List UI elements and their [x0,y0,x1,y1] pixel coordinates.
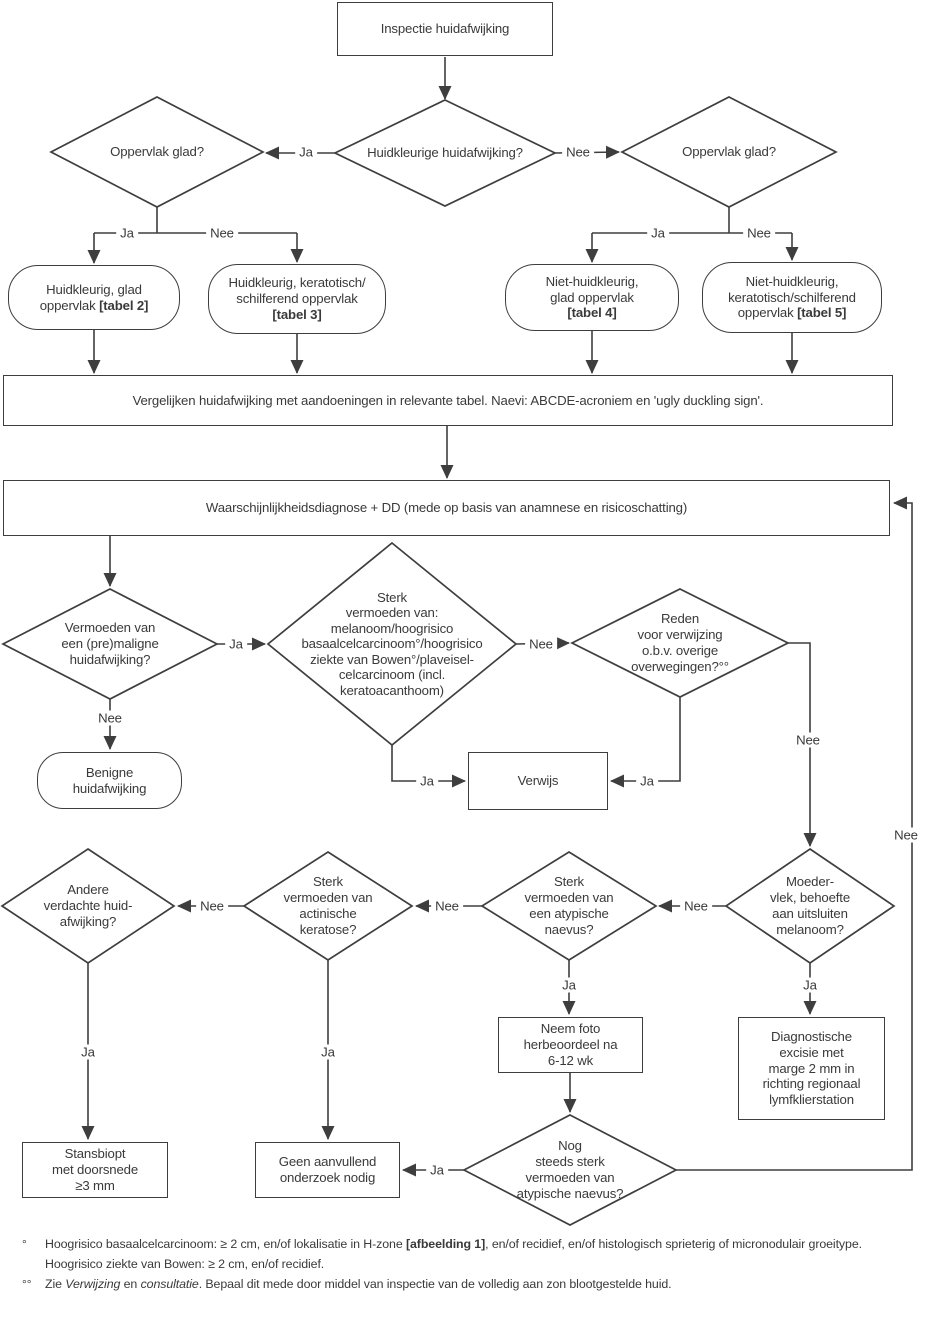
outcome-tabel5-ref: [tabel 5] [797,305,847,321]
process-waarschijnlijkheidsdiagnose: Waarschijnlijkheidsdiagnose + DD (mede o… [3,480,890,536]
outcome-tabel3: Huidkleurig, keratotisch/ schilferend op… [208,264,386,334]
footnote-marker: °° [22,1277,32,1291]
decision-reden-verwijzing-shape [570,588,790,698]
process-stansbiopt-label: Stansbiopt met doorsnede ≥3 mm [51,1146,139,1193]
edge-label-ja: Ja [426,1162,448,1178]
edge-label-ja: Ja [636,773,658,789]
footnote-2-text-mid: en [120,1277,141,1291]
outcome-tabel4-ref: [tabel 4] [567,305,617,321]
process-neem-foto-label: Neem foto herbeoordeel na 6-12 wk [523,1021,618,1068]
decision-moedervlek: Moeder- vlek, behoefte aan uitsluiten me… [726,849,894,963]
decision-andere-verdacht-shape [0,847,176,965]
edge-label-nee: Nee [743,225,775,241]
process-waarschijnlijkheidsdiagnose-label: Waarschijnlijkheidsdiagnose + DD (mede o… [205,500,688,516]
edge-label-ja: Ja [317,1044,339,1060]
edge-label-nee: Nee [196,898,228,914]
footnote-2-text-post: . Bepaal dit mede door middel van inspec… [198,1277,672,1291]
footnote-marker: ° [22,1237,27,1251]
decision-reden-verwijzing: Reden voor verwijzing o.b.v. overige ove… [572,589,788,697]
outcome-tabel5-label: Niet-huidkleurig, keratotisch/schilferen… [728,273,856,321]
outcome-tabel2-label: Huidkleurig, glad oppervlak [39,281,142,313]
decision-premaligne: Vermoeden van een (pre)maligne huidafwij… [3,589,217,699]
edge-label-nee: Nee [562,144,594,160]
edge-label-ja: Ja [416,773,438,789]
start-node: Inspectie huidafwijking [337,2,553,56]
edge-label-nee: Nee [792,732,824,748]
decision-reden-verwijzing-label: Reden voor verwijzing o.b.v. overige ove… [631,611,729,674]
process-diagnostische-excisie: Diagnostische excisie met marge 2 mm in … [738,1017,885,1120]
process-verwijs-label: Verwijs [517,773,559,789]
process-geen-onderzoek-label: Geen aanvullend onderzoek nodig [278,1154,377,1185]
decision-sterk-vermoeden-shape [266,541,518,747]
decision-atypische-naevus-shape [480,850,658,962]
edge-label-nee: Nee [890,827,922,843]
decision-oppervlak-glad-rechts-shape [620,96,838,208]
decision-andere-verdacht-label: Andere verdachte huid- afwijking? [43,882,133,929]
edge-label-ja: Ja [799,977,821,993]
decision-oppervlak-glad-rechts-label: Oppervlak glad? [682,144,776,160]
outcome-benigne-label: Benigne huidafwijking [72,764,147,796]
footnote-hoogrisico: ° Hoogrisico basaalcelcarcinoom: ≥ 2 cm,… [0,1234,908,1274]
process-verwijs: Verwijs [468,752,608,810]
process-diagnostische-excisie-label: Diagnostische excisie met marge 2 mm in … [762,1029,861,1108]
process-neem-foto: Neem foto herbeoordeel na 6-12 wk [498,1017,643,1073]
outcome-tabel2: Huidkleurig, glad oppervlak [tabel 2] [8,265,180,330]
footnote-2-italic-2: consultatie [140,1277,199,1291]
decision-nog-steeds-atypisch: Nog steeds sterk vermoeden van atypische… [464,1115,676,1225]
edge-label-ja: Ja [116,225,138,241]
decision-actinische-keratose-shape [242,850,414,962]
footnote-1-text-post: , en/of recidief, en/of histologisch spr… [45,1237,862,1271]
decision-premaligne-shape [1,588,219,700]
decision-actinische-keratose: Sterk vermoeden van actinische keratose? [244,852,412,960]
edge-label-ja: Ja [295,144,317,160]
outcome-tabel5: Niet-huidkleurig, keratotisch/schilferen… [702,262,882,333]
edge-label-nee: Nee [206,225,238,241]
decision-sterk-vermoeden-maligniteit: Sterk vermoeden van: melanoom/hoogrisico… [268,548,516,740]
decision-moedervlek-label: Moeder- vlek, behoefte aan uitsluiten me… [769,874,850,937]
outcome-tabel3-ref: [tabel 3] [272,306,322,322]
outcome-tabel4-label: Niet-huidkleurig, glad oppervlak [545,273,639,305]
decision-oppervlak-glad-links-label: Oppervlak glad? [110,144,204,160]
footnote-verwijzing: °° Zie Verwijzing en consultatie. Bepaal… [0,1274,908,1294]
outcome-tabel2-ref: [tabel 2] [99,297,149,313]
process-stansbiopt: Stansbiopt met doorsnede ≥3 mm [22,1142,168,1198]
decision-nog-steeds-shape [462,1114,678,1226]
outcome-benigne: Benigne huidafwijking [37,752,182,809]
outcome-tabel4: Niet-huidkleurig, glad oppervlak [tabel … [505,264,679,331]
decision-sterk-vermoeden-label: Sterk vermoeden van: melanoom/hoogrisico… [301,590,483,698]
decision-huidkleurig-shape [333,99,557,207]
edge-label-nee: Nee [680,898,712,914]
decision-oppervlak-glad-links-shape [49,96,265,208]
decision-atypische-naevus-label: Sterk vermoeden van een atypische naevus… [524,874,614,937]
edge-label-ja: Ja [647,225,669,241]
start-node-label: Inspectie huidafwijking [380,21,510,37]
decision-atypische-naevus: Sterk vermoeden van een atypische naevus… [482,852,656,960]
footnote-2-italic-1: Verwijzing [65,1277,121,1291]
process-vergelijken-label: Vergelijken huidafwijking met aandoening… [132,392,764,408]
decision-oppervlak-glad-links: Oppervlak glad? [51,97,263,207]
edge-label-ja: Ja [225,636,247,652]
outcome-tabel3-label: Huidkleurig, keratotisch/ schilferend op… [228,275,366,307]
edge-label-ja: Ja [558,977,580,993]
footnote-1-text: Hoogrisico basaalcelcarcinoom: ≥ 2 cm, e… [45,1237,406,1251]
decision-andere-verdacht: Andere verdachte huid- afwijking? [2,849,174,963]
edge-label-nee: Nee [525,636,557,652]
decision-moedervlek-shape [724,847,896,965]
decision-huidkleurig-label: Huidkleurige huidafwijking? [367,145,523,161]
edge-label-nee: Nee [94,710,126,726]
decision-nog-steeds-label: Nog steeds sterk vermoeden van atypische… [516,1138,624,1201]
process-geen-onderzoek: Geen aanvullend onderzoek nodig [255,1142,400,1198]
footnote-2-text: Zie [45,1277,66,1291]
process-vergelijken: Vergelijken huidafwijking met aandoening… [3,375,893,426]
edge-label-ja: Ja [77,1044,99,1060]
decision-actinische-keratose-label: Sterk vermoeden van actinische keratose? [283,874,373,937]
decision-premaligne-label: Vermoeden van een (pre)maligne huidafwij… [61,620,159,667]
decision-oppervlak-glad-rechts: Oppervlak glad? [622,97,836,207]
edge-label-nee: Nee [431,898,463,914]
footnote-1-ref: [afbeelding 1] [405,1237,486,1251]
decision-huidkleurig: Huidkleurige huidafwijking? [335,100,555,206]
